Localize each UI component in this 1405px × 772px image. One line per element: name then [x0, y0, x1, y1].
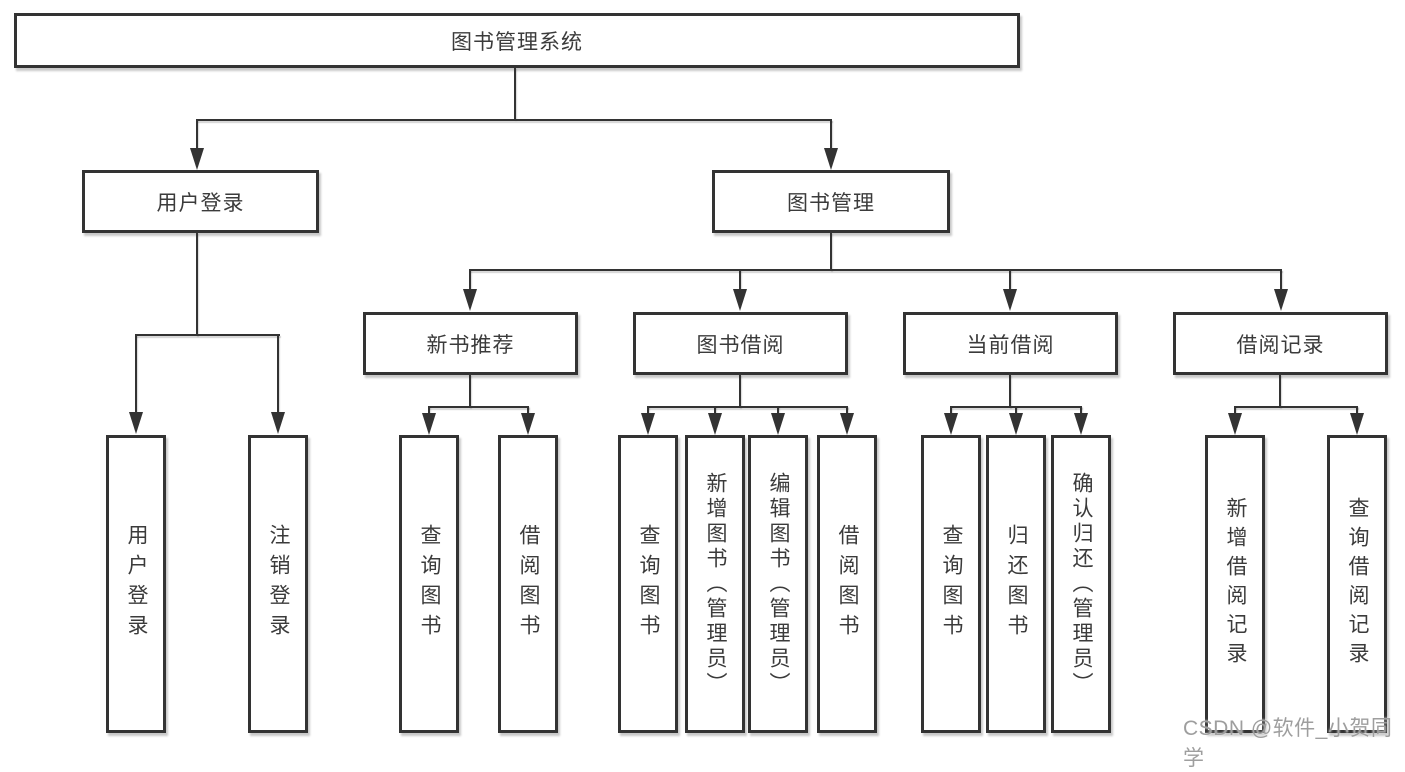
- node-book-management: 图书管理: [712, 170, 950, 233]
- node-label: 查询图书: [940, 524, 963, 644]
- arrowhead: [733, 289, 747, 311]
- arrowhead: [1274, 289, 1288, 311]
- connector-line: [950, 406, 952, 414]
- node-label: 编辑图书（管理员）: [767, 471, 790, 697]
- node-label: 图书管理: [787, 191, 875, 215]
- arrowhead: [840, 413, 854, 435]
- connector-line: [1009, 270, 1011, 290]
- node-label: 确认归还（管理员）: [1070, 471, 1093, 697]
- node-label: 新增借阅记录: [1224, 497, 1247, 671]
- connector-line: [196, 233, 198, 336]
- connector-line: [469, 269, 1282, 271]
- arrowhead: [521, 413, 535, 435]
- connector-line: [739, 375, 741, 408]
- leaf-confirm-return-admin: 确认归还（管理员）: [1051, 435, 1111, 733]
- leaf-add-book-admin: 新增图书（管理员）: [685, 435, 745, 733]
- arrowhead: [708, 413, 722, 435]
- diagram-canvas: 图书管理系统 用户登录 图书管理 新书推荐 图书借阅 当前借阅 借阅记录: [14, 13, 1392, 770]
- arrowhead: [1228, 413, 1242, 435]
- arrowhead: [1003, 289, 1017, 311]
- arrowhead: [422, 413, 436, 435]
- leaf-user-login: 用户登录: [106, 435, 166, 733]
- node-label: 查询图书: [418, 524, 441, 644]
- connector-line: [714, 406, 716, 414]
- leaf-query-books-recommend: 查询图书: [399, 435, 459, 733]
- arrowhead: [944, 413, 958, 435]
- leaf-query-borrow-record: 查询借阅记录: [1327, 435, 1387, 733]
- connector-line: [777, 406, 779, 414]
- leaf-return-book: 归还图书: [986, 435, 1046, 733]
- node-label: 新增图书（管理员）: [704, 471, 727, 697]
- connector-line: [1009, 375, 1011, 408]
- leaf-edit-book-admin: 编辑图书（管理员）: [748, 435, 808, 733]
- node-label: 查询借阅记录: [1346, 497, 1369, 671]
- node-label: 注销登录: [267, 524, 290, 644]
- connector-line: [1080, 406, 1082, 414]
- arrowhead: [1074, 413, 1088, 435]
- connector-line: [647, 406, 848, 408]
- connector-line: [1234, 406, 1358, 408]
- leaf-borrow-books-recommend: 借阅图书: [498, 435, 558, 733]
- connector-line: [469, 270, 471, 290]
- connector-line: [739, 270, 741, 290]
- leaf-logout: 注销登录: [248, 435, 308, 733]
- node-label: 归还图书: [1005, 524, 1028, 644]
- connector-line: [1280, 270, 1282, 290]
- arrowhead: [190, 148, 204, 170]
- leaf-query-books-current: 查询图书: [921, 435, 981, 733]
- connector-line: [469, 375, 471, 408]
- connector-line: [135, 335, 137, 412]
- node-label: 新书推荐: [426, 333, 515, 357]
- connector-line: [830, 120, 832, 149]
- arrowhead: [463, 289, 477, 311]
- arrowhead: [824, 148, 838, 170]
- connector-line: [277, 335, 279, 412]
- node-label: 借阅图书: [517, 524, 540, 644]
- arrowhead: [1350, 413, 1364, 435]
- arrowhead: [129, 412, 143, 434]
- node-label: 图书借阅: [696, 333, 785, 357]
- connector-line: [527, 406, 529, 414]
- node-label: 图书管理系统: [451, 30, 583, 54]
- connector-line: [1234, 406, 1236, 414]
- arrowhead: [1009, 413, 1023, 435]
- node-label: 用户登录: [156, 191, 245, 215]
- connector-line: [846, 406, 848, 414]
- node-label: 借阅图书: [836, 524, 859, 644]
- node-label: 当前借阅: [966, 333, 1055, 357]
- arrowhead: [641, 413, 655, 435]
- leaf-query-books-borrowing: 查询图书: [618, 435, 678, 733]
- node-user-login: 用户登录: [82, 170, 319, 233]
- node-label: 查询图书: [637, 524, 660, 644]
- connector-line: [1279, 375, 1281, 408]
- connector-line: [830, 233, 832, 271]
- connector-line: [647, 406, 649, 414]
- node-label: 用户登录: [125, 524, 148, 644]
- connector-line: [196, 120, 198, 149]
- connector-line: [135, 334, 280, 336]
- node-borrowing-records: 借阅记录: [1173, 312, 1388, 375]
- connector-line: [428, 406, 529, 408]
- arrowhead: [271, 412, 285, 434]
- leaf-borrow-books-borrowing: 借阅图书: [817, 435, 877, 733]
- leaf-add-borrow-record: 新增借阅记录: [1205, 435, 1265, 733]
- node-label: 借阅记录: [1236, 333, 1325, 357]
- node-library-management-system: 图书管理系统: [14, 13, 1020, 68]
- connector-line: [196, 119, 832, 121]
- connector-line: [428, 406, 430, 414]
- arrowhead: [771, 413, 785, 435]
- connector-line: [1015, 406, 1017, 414]
- watermark: CSDN @软件_小贺同学: [1183, 717, 1393, 770]
- connector-line: [514, 68, 516, 120]
- connector-line: [1356, 406, 1358, 414]
- node-book-borrowing: 图书借阅: [633, 312, 848, 375]
- node-current-borrowing: 当前借阅: [903, 312, 1118, 375]
- node-new-book-recommendation: 新书推荐: [363, 312, 578, 375]
